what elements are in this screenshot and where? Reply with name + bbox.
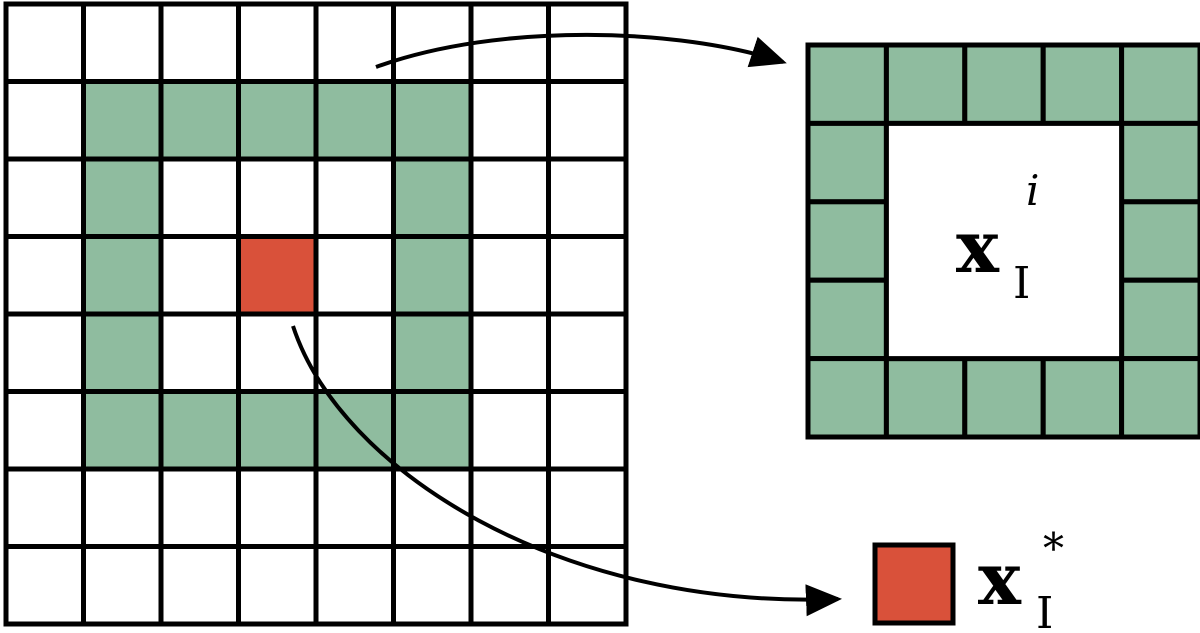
grid-cell-neighbor xyxy=(236,389,319,472)
grid-cell xyxy=(391,1,474,84)
grid-cell xyxy=(236,1,319,84)
grid-cell xyxy=(81,466,164,549)
grid-cell xyxy=(546,389,629,472)
grid-cell-neighbor xyxy=(391,389,474,472)
ring-cell xyxy=(1119,199,1200,283)
grid-cell-neighbor xyxy=(391,234,474,317)
grid-cell xyxy=(3,311,86,394)
grid-cell xyxy=(3,1,86,84)
grid-cell xyxy=(546,234,629,317)
grid-cell xyxy=(313,311,396,394)
grid-cell-neighbor xyxy=(391,156,474,239)
grid-cell xyxy=(546,79,629,162)
grid-cell xyxy=(158,311,241,394)
grid-cell-neighbor xyxy=(81,389,164,472)
grid-cell xyxy=(468,79,551,162)
center-output-square xyxy=(872,542,956,626)
grid-cell-neighbor xyxy=(81,79,164,162)
grid-cell xyxy=(546,156,629,239)
grid-cell xyxy=(158,1,241,84)
grid-cell xyxy=(3,234,86,317)
grid-cell xyxy=(313,156,396,239)
grid-cell xyxy=(236,466,319,549)
grid-cell xyxy=(158,466,241,549)
grid-cell-neighbor xyxy=(313,79,396,162)
arrow-to-neighborhood xyxy=(375,32,787,69)
grid-cell xyxy=(236,544,319,627)
center-label-superscript: * xyxy=(1043,524,1064,573)
ring-cell xyxy=(883,42,968,126)
ring-cell xyxy=(805,42,889,126)
grid-cell xyxy=(3,389,86,472)
grid-cell xyxy=(158,544,241,627)
grid-cell xyxy=(468,389,551,472)
ring-cell xyxy=(1040,356,1125,440)
grid-cell xyxy=(546,466,629,549)
ring-cell xyxy=(1119,120,1200,205)
center-label-base: x xyxy=(978,536,1022,621)
center-label-subscript: I xyxy=(1036,588,1053,633)
grid-cell-center xyxy=(236,234,319,317)
grid-cell xyxy=(3,544,86,627)
center-output-label: x * I xyxy=(978,524,1064,633)
grid-cell-neighbor xyxy=(81,234,164,317)
grid-cell xyxy=(546,311,629,394)
grid-cell-neighbor xyxy=(81,311,164,394)
grid-cell xyxy=(313,234,396,317)
grid-cell xyxy=(313,1,396,84)
neighborhood-ring-box xyxy=(805,42,1200,440)
main-grid xyxy=(3,1,629,627)
grid-cell xyxy=(81,1,164,84)
grid-cell xyxy=(81,544,164,627)
ring-inner-area xyxy=(883,120,1125,362)
ring-cell xyxy=(962,356,1046,440)
ring-cell xyxy=(962,42,1046,126)
grid-cell xyxy=(3,466,86,549)
neighborhood-label-base: x xyxy=(956,204,1000,289)
grid-cell xyxy=(468,311,551,394)
neighborhood-label-superscript: i xyxy=(1026,166,1039,215)
grid-cell xyxy=(158,156,241,239)
grid-cell xyxy=(468,156,551,239)
grid-cell xyxy=(3,156,86,239)
grid-cell-neighbor xyxy=(236,79,319,162)
ring-cell xyxy=(805,277,889,362)
grid-cell xyxy=(391,544,474,627)
ring-cell xyxy=(1119,356,1200,440)
neighborhood-label: x i I xyxy=(956,166,1039,309)
grid-cell xyxy=(158,234,241,317)
ring-cell xyxy=(1119,42,1200,126)
grid-cell xyxy=(468,234,551,317)
ring-cell xyxy=(805,356,889,440)
grid-cell-neighbor xyxy=(158,389,241,472)
grid-cell-neighbor xyxy=(391,311,474,394)
ring-cell xyxy=(1040,42,1125,126)
grid-cell-neighbor xyxy=(313,389,396,472)
grid-cell-neighbor xyxy=(391,79,474,162)
grid-cell xyxy=(236,156,319,239)
grid-cell-neighbor xyxy=(158,79,241,162)
center-output-box xyxy=(872,542,956,626)
grid-cell xyxy=(468,544,551,627)
arrow-to-center-output xyxy=(291,325,842,617)
ring-cell xyxy=(883,356,968,440)
ring-cell xyxy=(805,120,889,205)
ring-cell xyxy=(805,199,889,283)
grid-cell xyxy=(313,466,396,549)
grid-cell xyxy=(313,544,396,627)
grid-cell xyxy=(546,1,629,84)
grid-cell xyxy=(3,79,86,162)
neighborhood-label-subscript: I xyxy=(1013,258,1030,309)
ring-cell xyxy=(1119,277,1200,362)
grid-cell-neighbor xyxy=(81,156,164,239)
